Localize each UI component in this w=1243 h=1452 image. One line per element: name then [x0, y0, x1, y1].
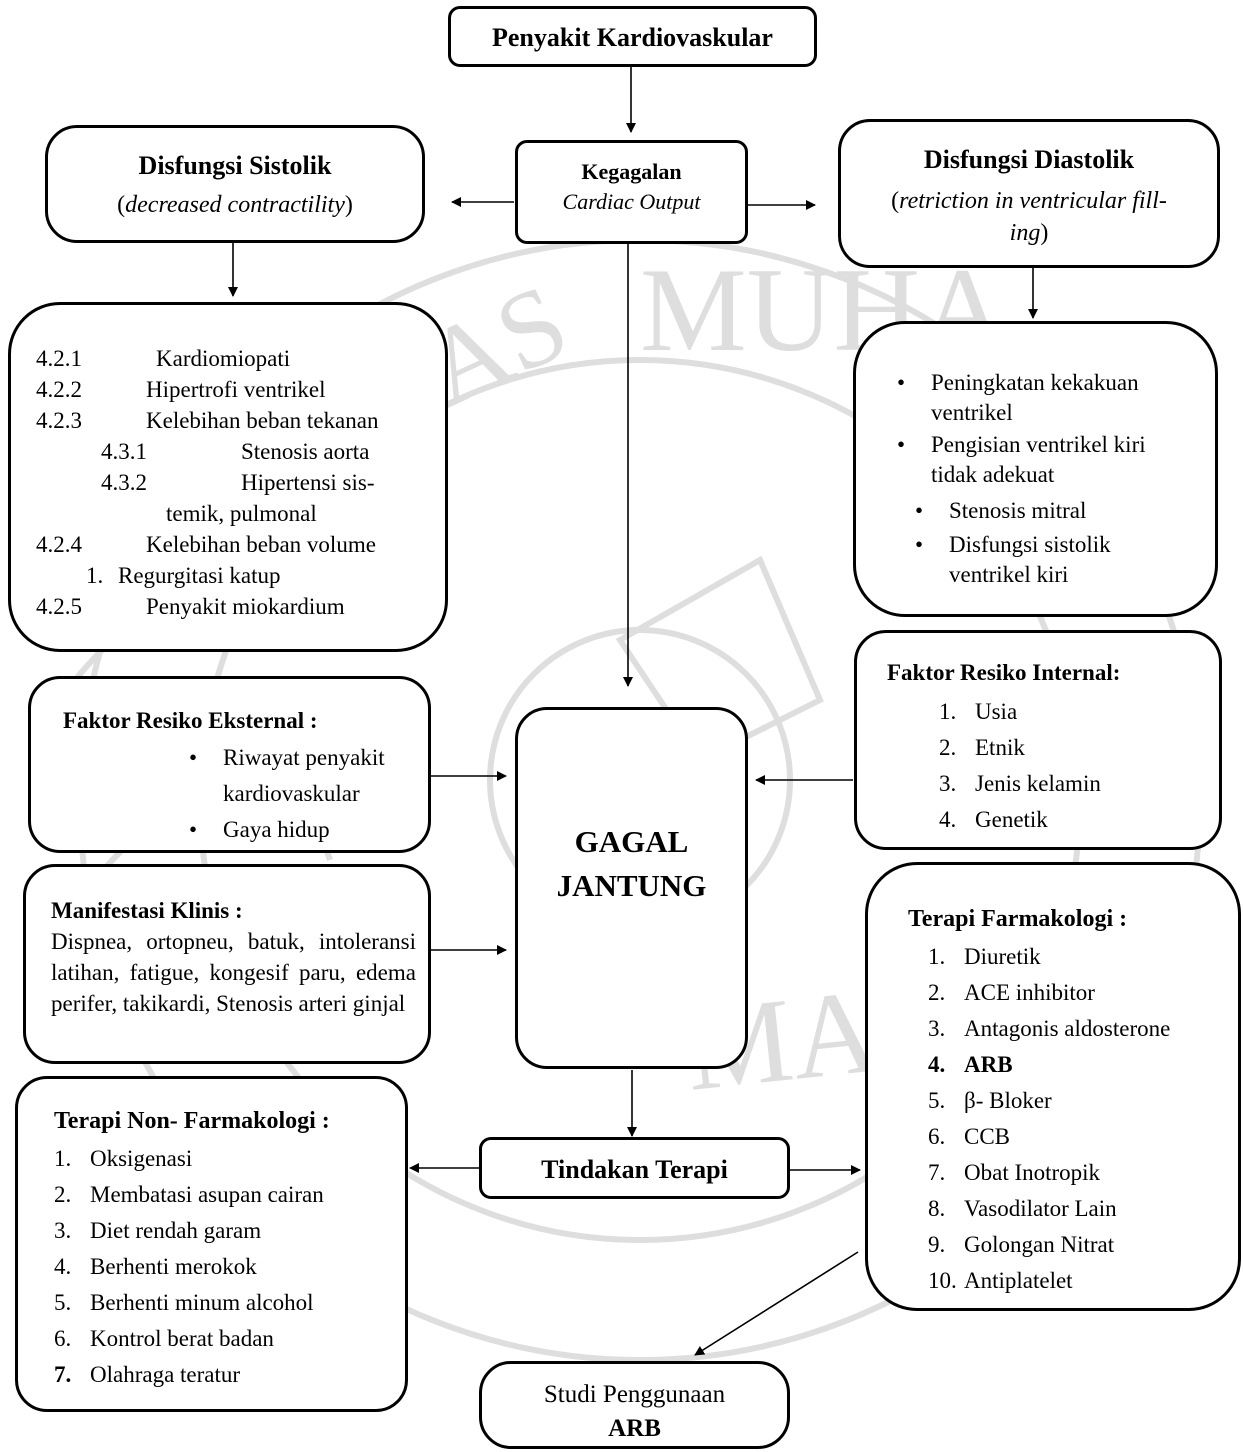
- eksternal-item: •Gaya hidup: [189, 817, 330, 843]
- farm-item: 10.Antiplatelet: [928, 1268, 1073, 1294]
- terapi-farmakologi-box: Terapi Farmakologi : 1.Diuretik 2.ACE in…: [865, 862, 1241, 1311]
- disfungsi-diastolik-box: Disfungsi Diastolik (retriction in ventr…: [838, 119, 1220, 268]
- kegagalan-cardiac-output-box: Kegagalan Cardiac Output: [515, 140, 748, 244]
- studi-penggunaan-arb-box: Studi Penggunaan ARB: [479, 1361, 790, 1449]
- jantung-label: JANTUNG: [556, 868, 707, 903]
- faktor-resiko-internal-box: Faktor Resiko Internal: 1.Usia 2.Etnik 3…: [854, 630, 1222, 850]
- nonfarm-item: 7.Olahraga teratur: [54, 1362, 241, 1388]
- internal-item: 1.Usia: [939, 699, 1018, 725]
- internal-item: 2.Etnik: [939, 735, 1025, 761]
- gagal-label: GAGAL: [574, 824, 689, 859]
- faktor-resiko-eksternal-title: Faktor Resiko Eksternal :: [63, 708, 318, 733]
- internal-item: 3.Jenis kelamin: [939, 771, 1101, 797]
- eksternal-item: •Riwayat penyakit kardiovaskular: [189, 745, 385, 807]
- studi-penggunaan-label: Studi Penggunaan: [543, 1381, 726, 1408]
- farm-item: 4.ARB: [928, 1052, 1013, 1078]
- farm-item: 1.Diuretik: [928, 944, 1041, 970]
- penyakit-kardiovaskular-title: Penyakit Kardiovaskular: [492, 23, 773, 52]
- nonfarm-item: 2.Membatasi asupan cairan: [54, 1182, 324, 1208]
- terapi-farmakologi-title: Terapi Farmakologi :: [908, 906, 1128, 932]
- farm-item: 2.ACE inhibitor: [928, 980, 1095, 1006]
- arrow-farm-to-studi: [694, 1251, 859, 1356]
- dia-item: •Peningkatan kekakuan ventrikel: [897, 370, 1139, 425]
- nonfarm-item: 5.Berhenti minum alcohol: [54, 1290, 314, 1316]
- nonfarm-item: 1.Oksigenasi: [54, 1146, 193, 1172]
- terapi-non-farmakologi-title: Terapi Non- Farmakologi :: [54, 1108, 330, 1134]
- sis-row: temik, pulmonal: [166, 501, 317, 526]
- disfungsi-sistolik-subtitle: (decreased contractility): [117, 192, 353, 219]
- manifestasi-klinis-title: Manifestasi Klinis :: [51, 898, 243, 923]
- nonfarm-item: 6.Kontrol berat badan: [54, 1326, 274, 1352]
- internal-item: 4.Genetik: [939, 807, 1048, 833]
- tindakan-terapi-label: Tindakan Terapi: [541, 1155, 728, 1184]
- tindakan-terapi-box: Tindakan Terapi: [479, 1137, 790, 1199]
- nonfarm-item: 4.Berhenti merokok: [54, 1254, 257, 1280]
- dia-item: •Pengisian ventrikel kiri tidak adekuat: [897, 432, 1146, 487]
- disfungsi-diastolik-title: Disfungsi Diastolik: [923, 145, 1135, 174]
- farm-item: 9.Golongan Nitrat: [928, 1232, 1115, 1258]
- disfungsi-sistolik-title: Disfungsi Sistolik: [138, 151, 332, 180]
- disfungsi-diastolik-subtitle-1: (retriction in ventricular fill-: [891, 188, 1167, 215]
- farm-item: 7.Obat Inotropik: [928, 1160, 1101, 1186]
- nonfarm-item: 3.Diet rendah garam: [54, 1218, 262, 1244]
- terapi-non-farmakologi-box: Terapi Non- Farmakologi : 1.Oksigenasi 2…: [15, 1076, 408, 1412]
- farm-item: 6.CCB: [928, 1124, 1011, 1150]
- penyakit-kardiovaskular-box: Penyakit Kardiovaskular: [448, 6, 817, 67]
- disfungsi-sistolik-box: Disfungsi Sistolik (decreased contractil…: [45, 125, 425, 243]
- disfungsi-diastolik-subtitle-2: ing): [1009, 220, 1049, 247]
- manifestasi-klinis-body: Dispnea, ortopneu, batuk, intoleransi la…: [51, 929, 416, 1016]
- farm-item: 3.Antagonis aldosterone: [928, 1016, 1171, 1042]
- farm-item: 8.Vasodilator Lain: [928, 1196, 1117, 1222]
- dia-item: •Disfungsi sistolik ventrikel kiri: [915, 532, 1111, 587]
- arb-label: ARB: [608, 1415, 661, 1442]
- faktor-resiko-internal-title: Faktor Resiko Internal:: [887, 660, 1121, 685]
- gagal-jantung-box: GAGAL JANTUNG: [515, 707, 748, 1069]
- faktor-resiko-eksternal-box: Faktor Resiko Eksternal : •Riwayat penya…: [28, 676, 431, 853]
- manifestasi-klinis-box: Manifestasi Klinis : Dispnea, ortopneu, …: [23, 864, 431, 1064]
- farm-item: 5.β- Bloker: [928, 1088, 1052, 1114]
- sis-row: 1.Regurgitasi katup: [86, 563, 281, 588]
- diastolik-causes-box: •Peningkatan kekakuan ventrikel •Pengisi…: [853, 321, 1218, 617]
- cardiac-output-label: Cardiac Output: [562, 188, 701, 214]
- kegagalan-label: Kegagalan: [581, 159, 682, 184]
- dia-item: •Stenosis mitral: [915, 498, 1087, 523]
